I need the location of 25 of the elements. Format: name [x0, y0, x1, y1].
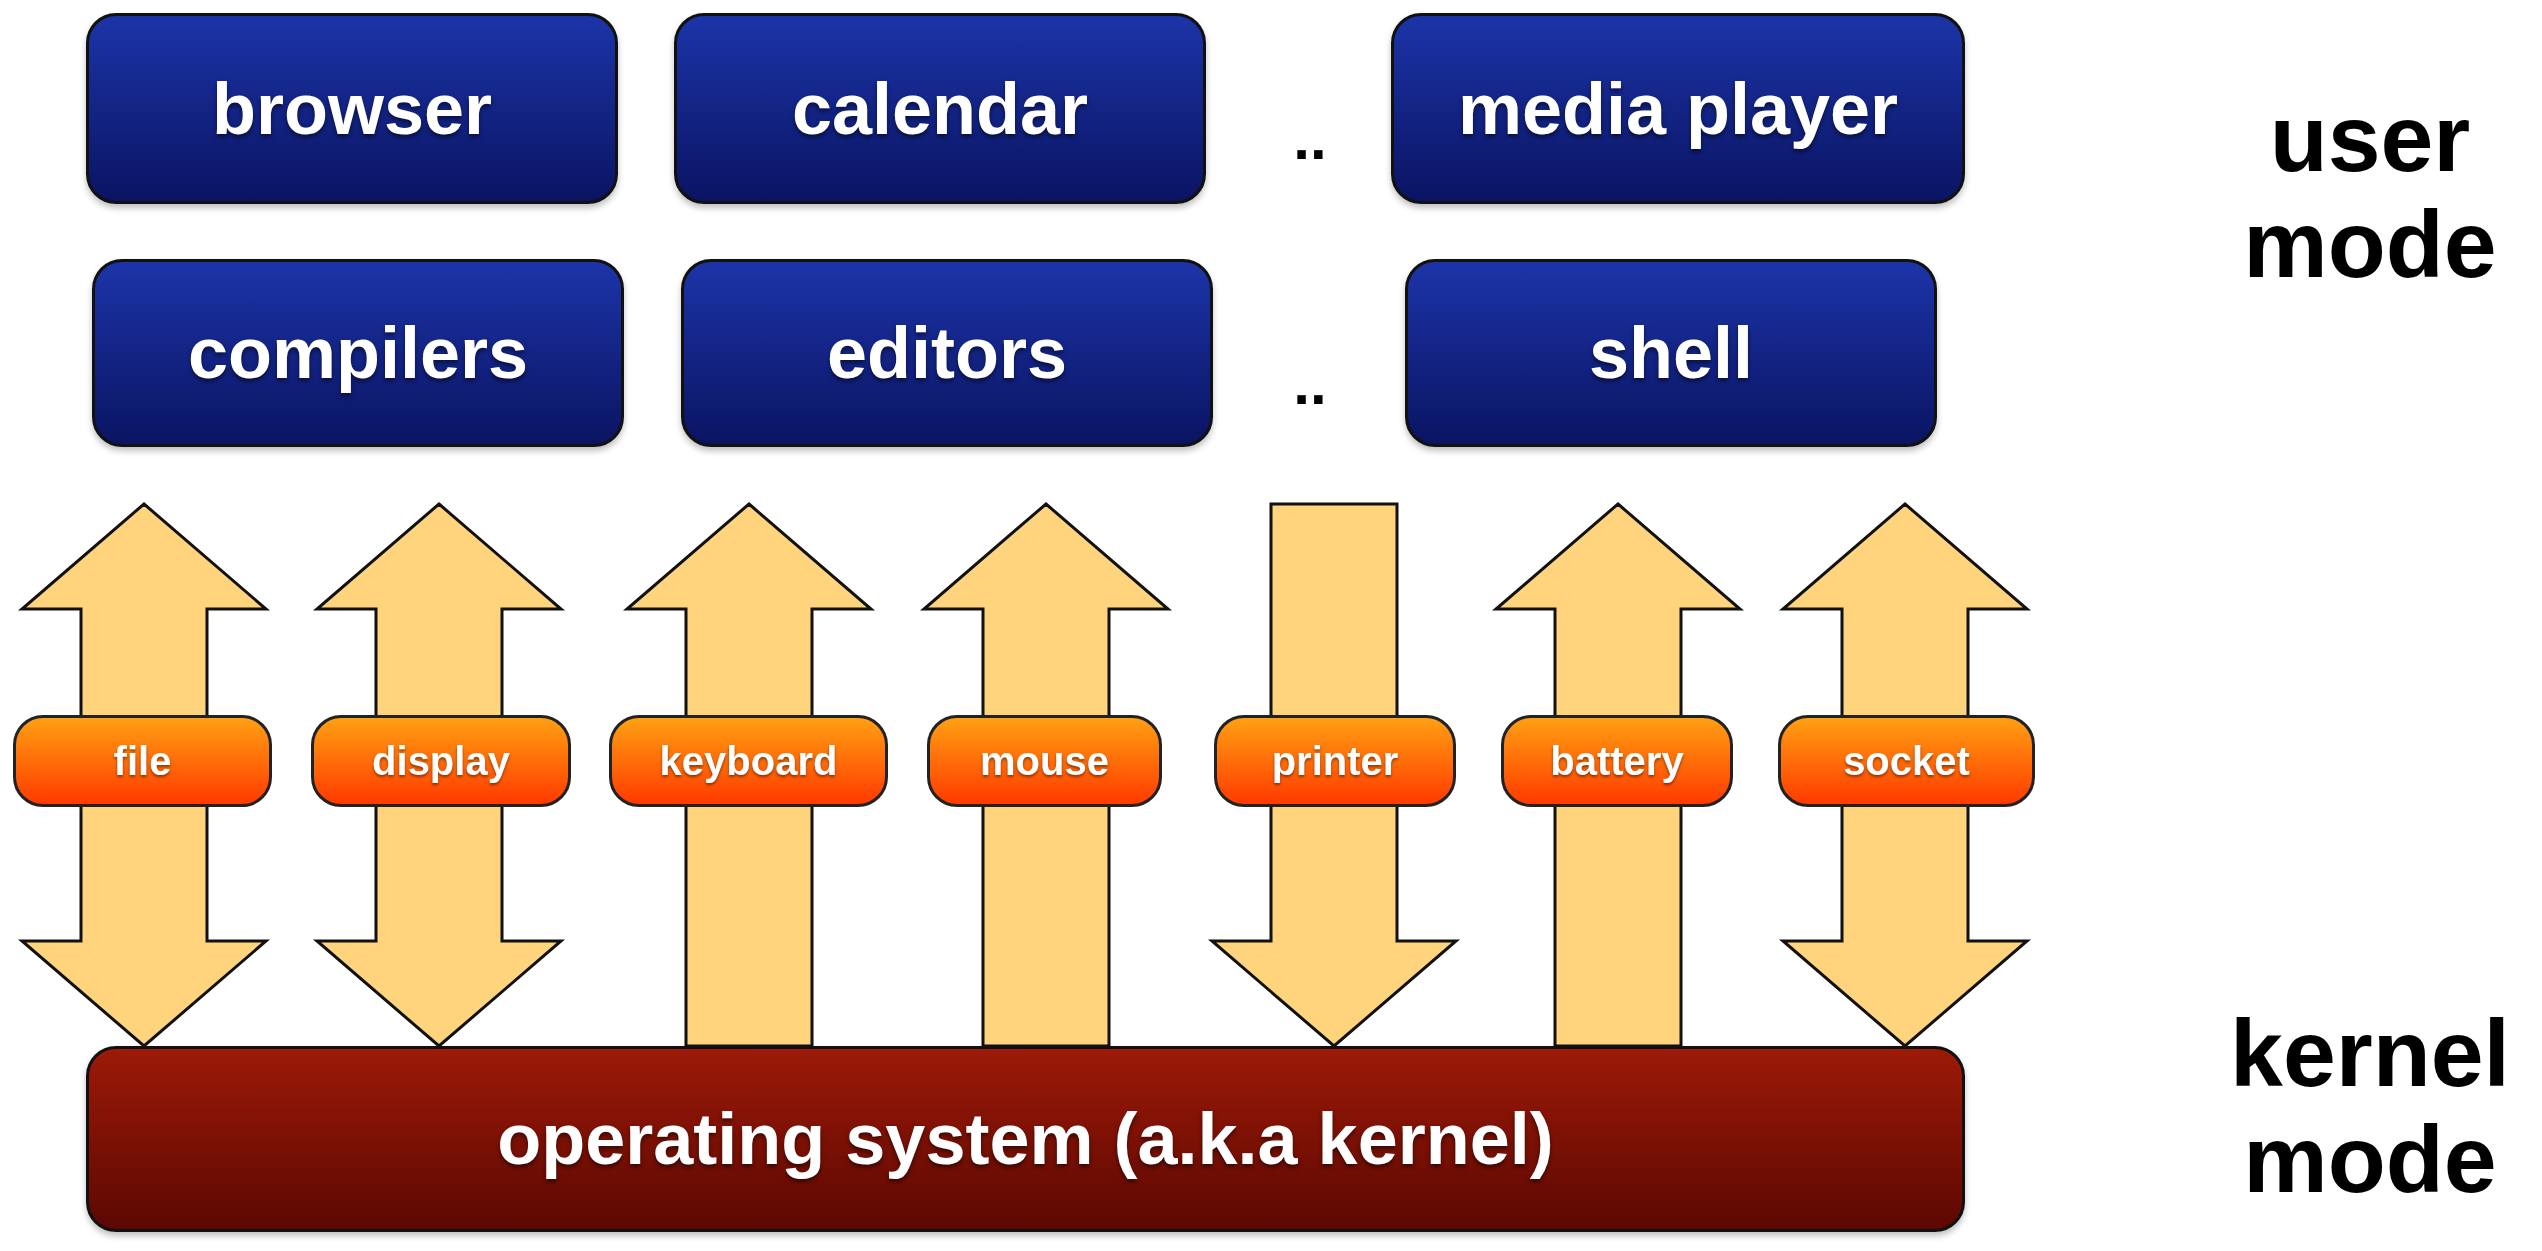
box-label: compilers: [187, 312, 529, 394]
box-label: browser: [211, 67, 493, 150]
edge-label: file: [13, 715, 272, 807]
kernel-box: [86, 1046, 1965, 1232]
mode-label: kernel mode: [2229, 1000, 2511, 1213]
edge-label: socket: [1778, 715, 2035, 807]
edge-label: printer: [1214, 715, 1456, 807]
mode-label: user mode: [2242, 85, 2498, 298]
edge-label: battery: [1501, 715, 1733, 807]
program-box: [674, 13, 1206, 204]
box-label: operating system (a.k.a kernel): [497, 1098, 1554, 1180]
box-label: shell: [1588, 312, 1754, 394]
program-box: [681, 259, 1213, 447]
box-label: editors: [826, 312, 1067, 394]
program-box: [92, 259, 624, 447]
program-box: [1405, 259, 1937, 447]
edge-label: mouse: [927, 715, 1162, 807]
box-label: calendar: [791, 67, 1089, 150]
program-box: [86, 13, 618, 204]
edge-label: keyboard: [609, 715, 888, 807]
mode-label: ..: [1292, 350, 1328, 418]
program-box: [1391, 13, 1965, 204]
box-label: media player: [1457, 67, 1899, 150]
mode-label: ..: [1292, 105, 1328, 173]
edge-label: display: [311, 715, 571, 807]
